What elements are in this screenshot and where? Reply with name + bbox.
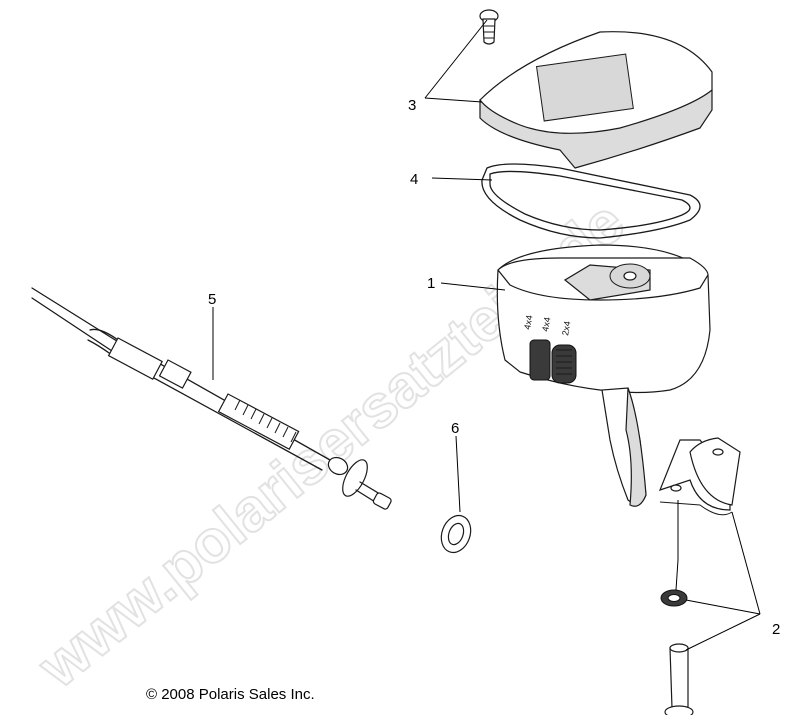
cover-label-area xyxy=(535,53,634,122)
part-gasket xyxy=(481,163,701,239)
mode-label-a: 4x4 xyxy=(522,314,534,330)
callout-3: 3 xyxy=(408,97,416,114)
copyright-text: © 2008 Polaris Sales Inc. xyxy=(146,686,315,703)
mode-selector-switch xyxy=(529,339,577,384)
part-housing: 4x4 4x4 2x4 xyxy=(496,244,711,507)
leader-lines xyxy=(212,19,761,651)
mode-label-c: 2x4 xyxy=(560,320,572,336)
part-clamp xyxy=(658,437,741,516)
part-washer xyxy=(660,589,688,607)
callout-1: 1 xyxy=(427,275,435,292)
part-bolt xyxy=(664,643,694,715)
part-cable xyxy=(31,287,392,510)
part-cover xyxy=(479,31,713,169)
part-screw xyxy=(479,9,499,45)
cable-threads xyxy=(234,399,297,443)
callout-4: 4 xyxy=(410,171,418,188)
mode-label-b: 4x4 xyxy=(540,316,552,332)
part-grommet xyxy=(440,514,472,554)
callout-6: 6 xyxy=(451,420,459,437)
callout-5: 5 xyxy=(208,291,216,308)
callout-2: 2 xyxy=(772,621,780,638)
